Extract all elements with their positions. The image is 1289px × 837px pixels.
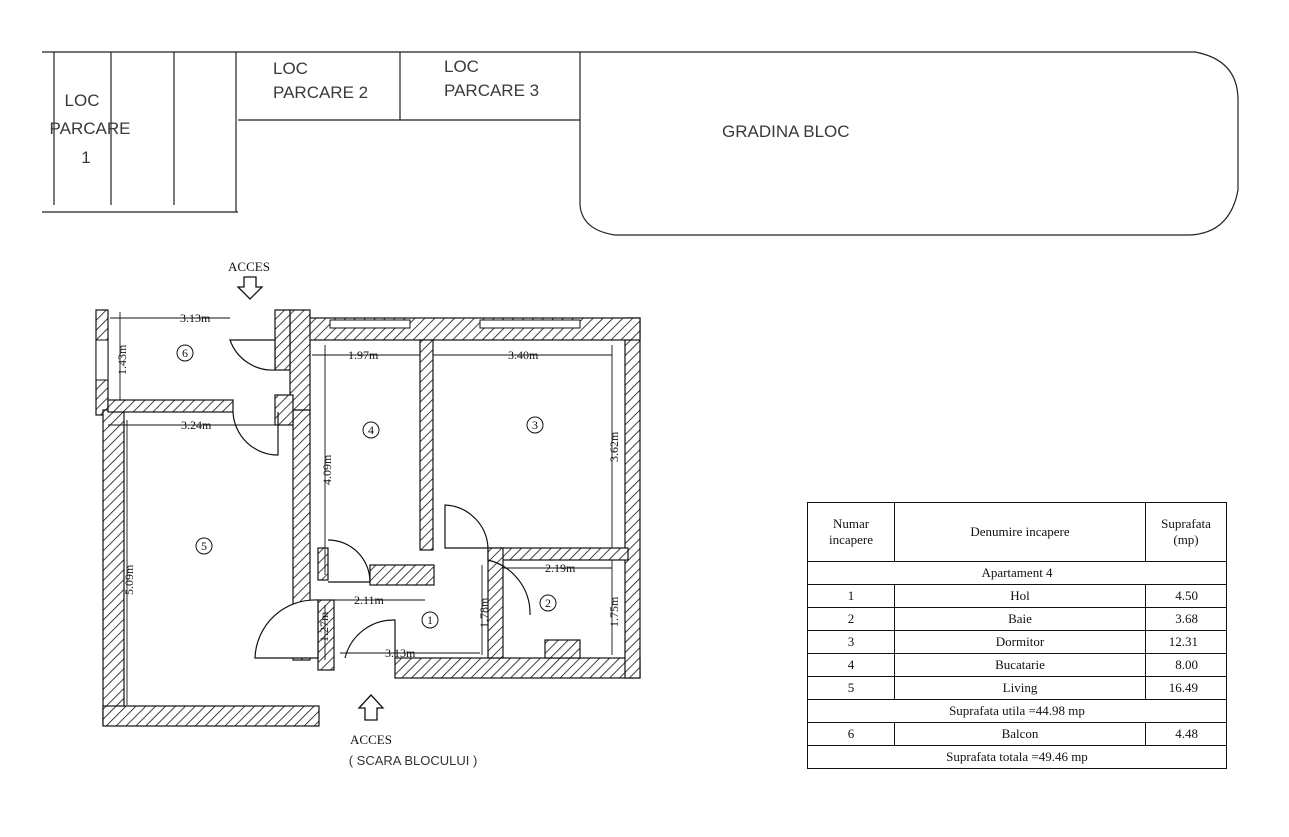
useful-total-row: Suprafata utila =44.98 mp <box>807 699 1227 723</box>
grand-total: Suprafata totala =49.46 mp <box>807 745 1227 769</box>
svg-text:4: 4 <box>368 423 374 437</box>
access-arrow-bottom <box>357 694 385 721</box>
header-room-number: Numar incapere <box>807 502 895 562</box>
room-number: 1 <box>807 584 895 608</box>
room-number: 5 <box>807 676 895 700</box>
apartment-walls <box>95 309 641 727</box>
room-number-markers <box>176 344 557 629</box>
room-area-table: Numar incapere Denumire incapere Suprafa… <box>807 502 1227 769</box>
svg-text:1.78m: 1.78m <box>477 597 491 628</box>
svg-text:2.11m: 2.11m <box>354 593 385 607</box>
site-plan <box>42 51 1239 236</box>
table-row: 5 Living 16.49 <box>807 676 1227 700</box>
table-row: 3 Dormitor 12.31 <box>807 630 1227 654</box>
header-area: Suprafata (mp) <box>1145 502 1227 562</box>
svg-text:PARCARE: PARCARE <box>50 119 131 138</box>
svg-text:3.24m: 3.24m <box>181 418 212 432</box>
table-header-row: Numar incapere Denumire incapere Suprafa… <box>807 502 1227 562</box>
windows <box>95 319 581 381</box>
svg-text:6: 6 <box>182 346 188 360</box>
dimension-labels: 3.13m 1.43m 3.24m 1.97m 3.40m 4.09m 3.62… <box>115 311 621 660</box>
table-row: 6 Balcon 4.48 <box>807 722 1227 746</box>
svg-text:PARCARE 3: PARCARE 3 <box>444 81 539 100</box>
svg-text:2.19m: 2.19m <box>545 561 576 575</box>
svg-text:3.13m: 3.13m <box>385 646 416 660</box>
parking-2-label: LOC PARCARE 2 <box>273 59 368 102</box>
door-swings <box>229 339 531 659</box>
access-bottom-label: ACCES <box>350 732 392 747</box>
room-name: Dormitor <box>894 630 1146 654</box>
access-bottom-sublabel: ( SCARA BLOCULUI ) <box>349 753 478 768</box>
svg-text:3: 3 <box>532 418 538 432</box>
svg-text:3.40m: 3.40m <box>508 348 539 362</box>
parking-3-label: LOC PARCARE 3 <box>444 57 539 100</box>
svg-text:1.43m: 1.43m <box>115 344 129 375</box>
room-number: 2 <box>807 607 895 631</box>
table-row: 1 Hol 4.50 <box>807 584 1227 608</box>
svg-text:3.62m: 3.62m <box>607 431 621 462</box>
access-arrow-top <box>236 276 264 300</box>
svg-text:3.13m: 3.13m <box>180 311 211 325</box>
grand-total-row: Suprafata totala =49.46 mp <box>807 745 1227 769</box>
table-row: 4 Bucatarie 8.00 <box>807 653 1227 677</box>
room-area: 12.31 <box>1145 630 1227 654</box>
room-number-labels: 1 2 3 4 5 6 <box>182 346 551 627</box>
header-room-name: Denumire incapere <box>894 502 1146 562</box>
room-area: 8.00 <box>1145 653 1227 677</box>
section-row: Apartament 4 <box>807 561 1227 585</box>
svg-text:LOC: LOC <box>444 57 479 76</box>
svg-text:4.09m: 4.09m <box>320 454 334 485</box>
svg-text:1.97m: 1.97m <box>348 348 379 362</box>
room-number: 6 <box>807 722 895 746</box>
room-area: 4.48 <box>1145 722 1227 746</box>
garden-label: GRADINA BLOC <box>722 122 850 141</box>
room-name: Hol <box>894 584 1146 608</box>
room-name: Bucatarie <box>894 653 1146 677</box>
room-name: Baie <box>894 607 1146 631</box>
svg-text:PARCARE 2: PARCARE 2 <box>273 83 368 102</box>
room-number: 4 <box>807 653 895 677</box>
svg-text:2: 2 <box>545 596 551 610</box>
svg-text:LOC: LOC <box>273 59 308 78</box>
section-label: Apartament 4 <box>807 561 1227 585</box>
svg-text:1.75m: 1.75m <box>607 596 621 627</box>
svg-text:LOC: LOC <box>65 91 100 110</box>
room-area: 16.49 <box>1145 676 1227 700</box>
svg-text:1: 1 <box>81 148 90 167</box>
garden-outline <box>579 51 1239 236</box>
access-top-label: ACCES <box>228 259 270 274</box>
room-name: Living <box>894 676 1146 700</box>
room-number: 3 <box>807 630 895 654</box>
svg-text:1: 1 <box>427 613 433 627</box>
svg-text:5.09m: 5.09m <box>122 564 136 595</box>
room-name: Balcon <box>894 722 1146 746</box>
room-area: 3.68 <box>1145 607 1227 631</box>
room-area: 4.50 <box>1145 584 1227 608</box>
parking-1-label: LOC PARCARE 1 <box>50 91 131 167</box>
svg-text:5: 5 <box>201 539 207 553</box>
table-row: 2 Baie 3.68 <box>807 607 1227 631</box>
svg-text:1.27m: 1.27m <box>317 611 331 642</box>
dimension-lines <box>108 312 613 705</box>
useful-total: Suprafata utila =44.98 mp <box>807 699 1227 723</box>
